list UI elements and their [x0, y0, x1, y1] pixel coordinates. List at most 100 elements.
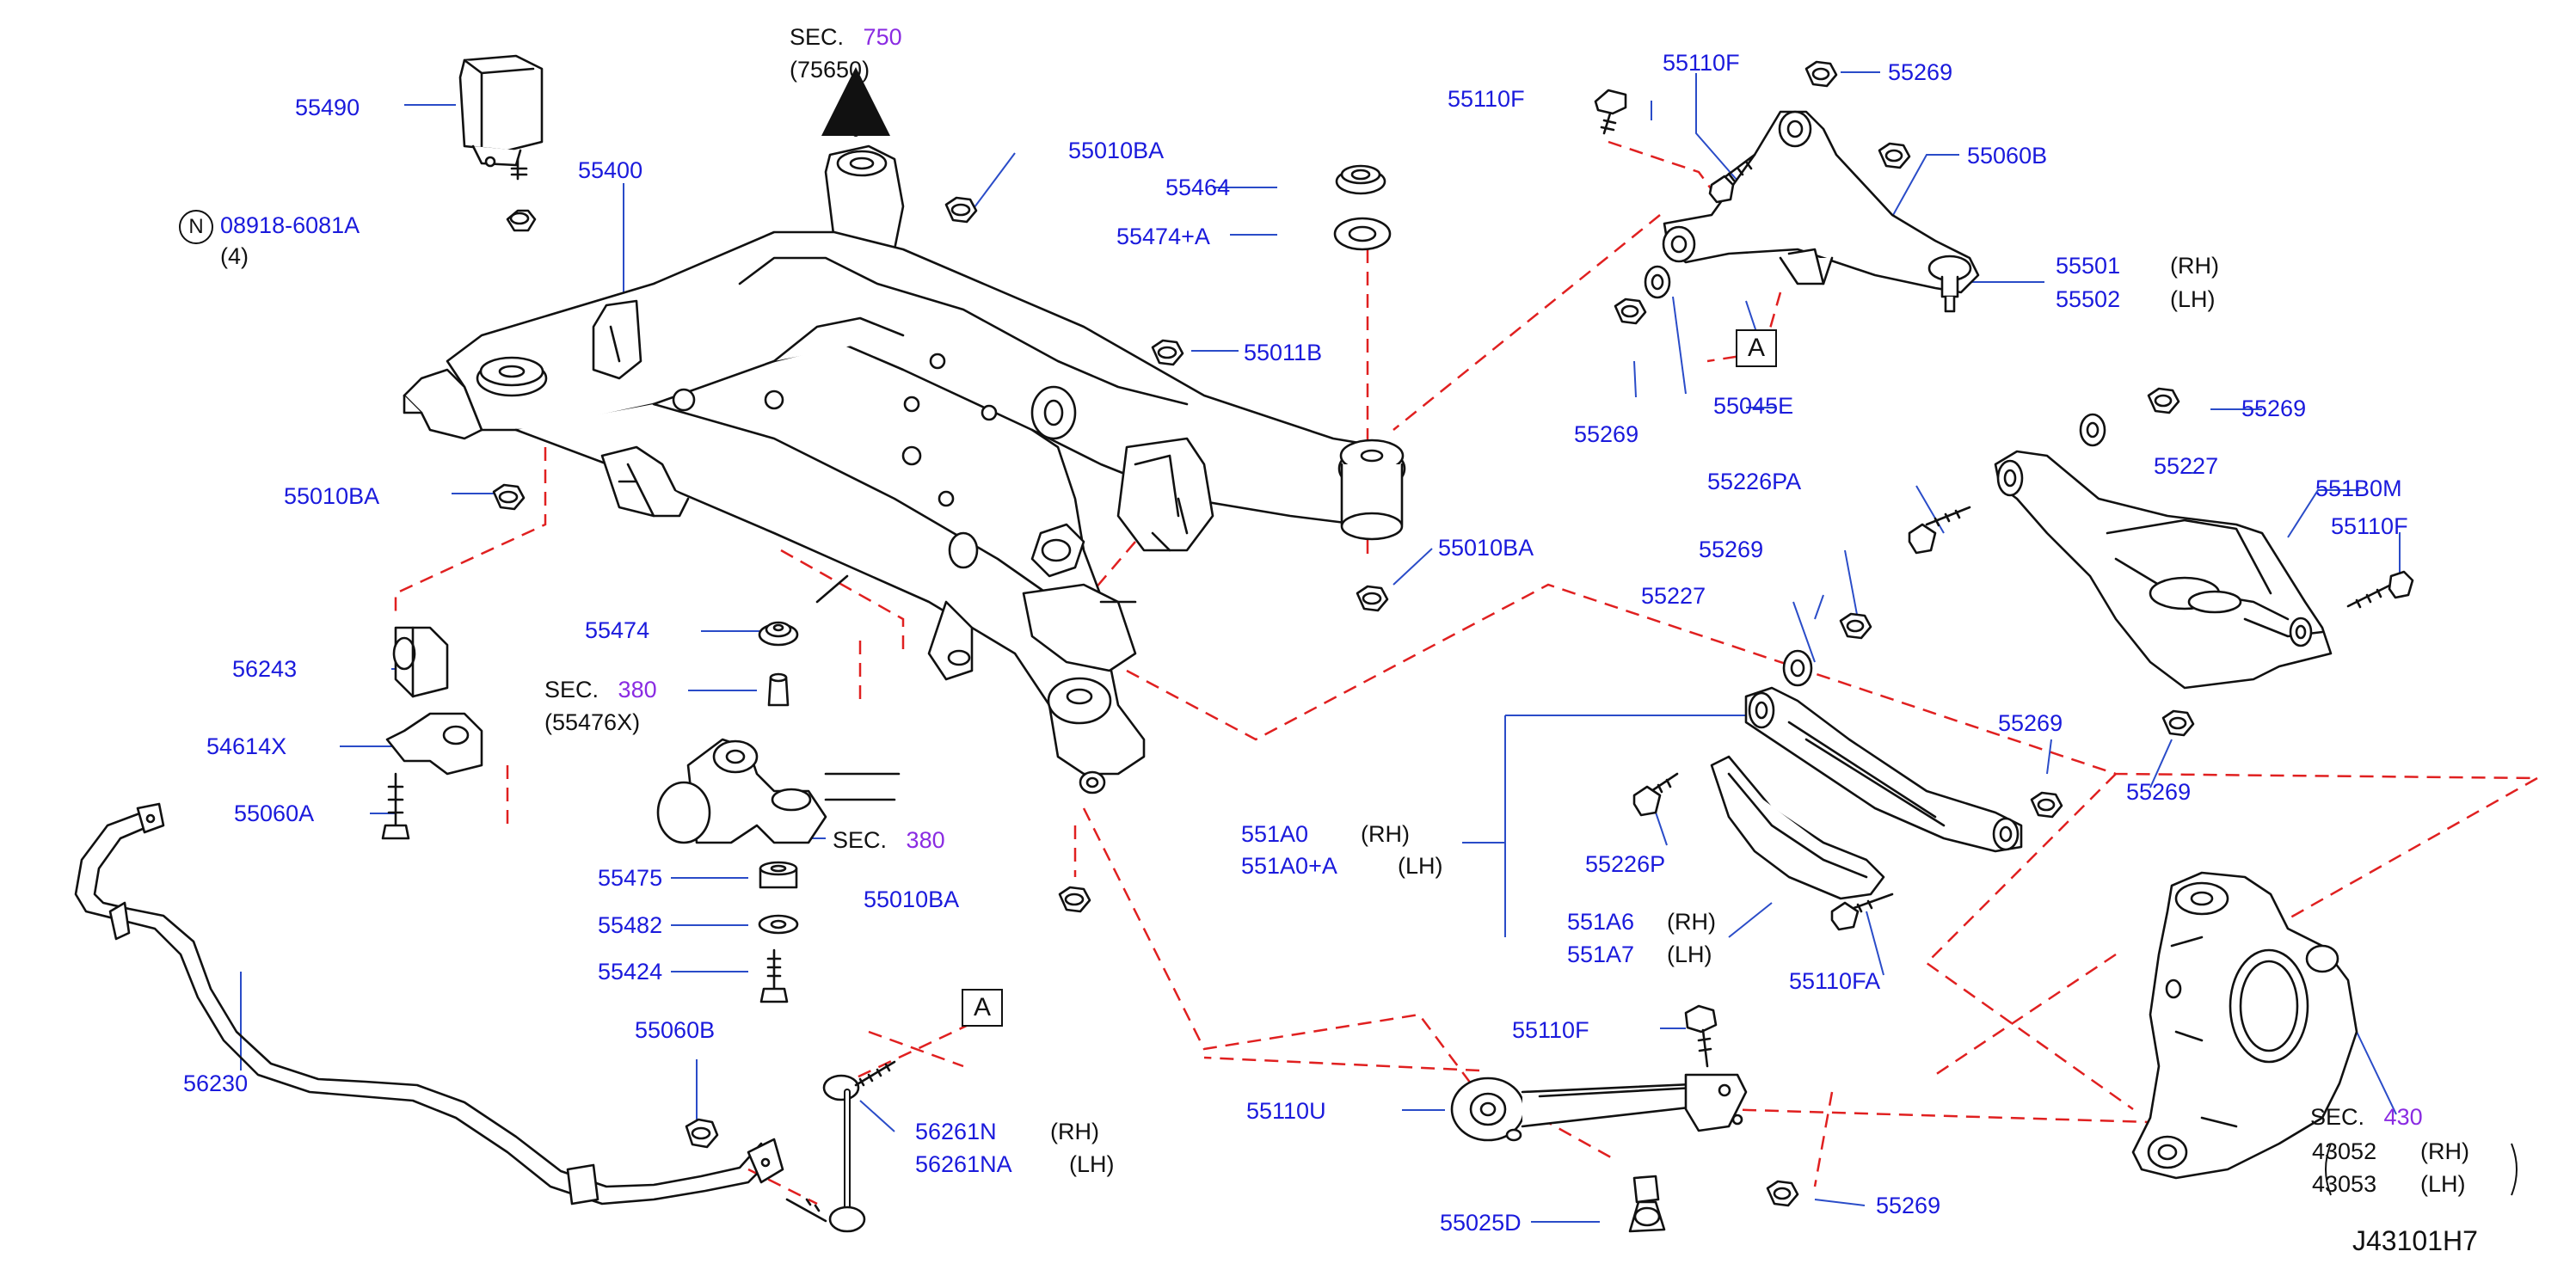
bracket-551A6 [1710, 755, 1885, 900]
nut-55269-mid [1839, 612, 1872, 640]
part-55474[interactable]: 55474 [585, 617, 650, 643]
bushing-55475 [759, 861, 798, 889]
part-55227-top[interactable]: 55227 [2154, 453, 2219, 479]
part-55269-right-bottom[interactable]: 55269 [2126, 779, 2192, 805]
part-55010BA-right[interactable]: 55010BA [1438, 535, 1534, 561]
part-55110F-right[interactable]: 55110F [2331, 513, 2408, 539]
sec-380-sub: (55476X) [544, 709, 641, 735]
part-56230[interactable]: 56230 [183, 1070, 249, 1096]
part-55226P[interactable]: 55226P [1585, 851, 1666, 877]
pin-55476X [767, 672, 790, 707]
part-55025D[interactable]: 55025D [1440, 1210, 1522, 1236]
part-55011B[interactable]: 55011B [1244, 340, 1323, 365]
assembly-dashed-lines [394, 140, 2538, 1205]
part-55045E[interactable]: 55045E [1713, 393, 1794, 419]
side-rh-55501: (RH) [2170, 253, 2219, 279]
sec-number: 430 [2383, 1104, 2423, 1130]
part-55269-bottom[interactable]: 55269 [1876, 1193, 1941, 1218]
part-55269-top[interactable]: 55269 [1888, 59, 1953, 85]
clamp-54614X [385, 712, 483, 776]
part-55269-link-right[interactable]: 55269 [1998, 710, 2063, 736]
knuckle-sec430 [2131, 871, 2358, 1180]
part-551B0M[interactable]: 551B0M [2315, 475, 2402, 501]
bolt-55110F-top [1594, 89, 1627, 135]
part-55060A[interactable]: 55060A [234, 801, 315, 826]
nut-55269-upper-left [1614, 298, 1647, 325]
sec-number: 380 [618, 677, 657, 702]
bolt-55424 [759, 948, 789, 1003]
washer-55482 [758, 914, 799, 935]
part-56243[interactable]: 56243 [232, 656, 298, 682]
side-lh-56261NA: (LH) [1069, 1151, 1115, 1177]
part-55010BA-bottom[interactable]: 55010BA [864, 886, 960, 912]
part-55110FA[interactable]: 55110FA [1789, 968, 1881, 994]
nut-55060B [685, 1118, 719, 1149]
part-55110U[interactable]: 55110U [1246, 1098, 1326, 1124]
bolt-55025D [1628, 1175, 1666, 1233]
part-55110F-bottom[interactable]: 55110F [1512, 1017, 1589, 1043]
part-55226PA[interactable]: 55226PA [1707, 469, 1802, 494]
part-55269-upper-left[interactable]: 55269 [1574, 421, 1639, 447]
nut-55011B [1151, 339, 1184, 366]
sec-750-sub: (75650) [790, 57, 870, 83]
part-55501[interactable]: 55501 [2056, 253, 2121, 279]
lateral-link-551A0 [1744, 686, 2023, 853]
subframe-55400 [403, 144, 1406, 794]
qty-note: (4) [220, 243, 249, 269]
part-551A6[interactable]: 551A6 [1567, 909, 1635, 935]
sec-prefix: SEC. [544, 677, 599, 702]
part-55110F-top[interactable]: 55110F [1448, 86, 1525, 112]
part-551A0A[interactable]: 551A0+A [1241, 853, 1337, 879]
sec-number: 750 [863, 24, 902, 50]
toe-link-55110U [1450, 1073, 1748, 1142]
washer-55474a [1333, 217, 1392, 251]
side-lh-551A7: (LH) [1667, 942, 1712, 967]
part-55475[interactable]: 55475 [598, 865, 663, 891]
sec-380-label-b: SEC. 380 [833, 827, 945, 853]
side-rh-56261N: (RH) [1050, 1119, 1099, 1144]
stabilizer-bar-56230 [74, 802, 784, 1205]
brace-43052 [2325, 1143, 2518, 1196]
bushing-56243 [392, 626, 449, 698]
part-55424[interactable]: 55424 [598, 959, 663, 985]
part-55227-mid[interactable]: 55227 [1641, 583, 1706, 609]
part-55269-mid[interactable]: 55269 [1699, 537, 1764, 562]
bolt-55110F-right [2346, 570, 2414, 609]
part-55060B[interactable]: 55060B [635, 1017, 716, 1043]
shock-sec380 [656, 574, 901, 844]
part-551A7[interactable]: 551A7 [1567, 942, 1635, 967]
part-55060B-right[interactable]: 55060B [1967, 143, 2048, 169]
part-55490[interactable]: 55490 [295, 95, 360, 120]
side-rh-43052: (RH) [2420, 1138, 2469, 1164]
part-55269-right-top[interactable]: 55269 [2241, 396, 2307, 421]
sec-prefix: SEC. [2310, 1104, 2365, 1130]
nut-55269-link-right [2030, 791, 2063, 819]
washer-55227-mid [1782, 649, 1813, 687]
part-55464[interactable]: 55464 [1165, 175, 1231, 200]
side-lh-55502: (LH) [2170, 286, 2216, 312]
part-55482[interactable]: 55482 [598, 912, 663, 938]
part-55010BA-left[interactable]: 55010BA [284, 483, 380, 509]
part-55502[interactable]: 55502 [2056, 286, 2121, 312]
part-55400[interactable]: 55400 [578, 157, 643, 183]
part-55474a[interactable]: 55474+A [1116, 224, 1210, 249]
part-54614X[interactable]: 54614X [206, 733, 287, 759]
nut-55269-bottom [1766, 1180, 1799, 1207]
part-551A0[interactable]: 551A0 [1241, 821, 1309, 847]
part-08918[interactable]: 08918-6081A [220, 212, 360, 238]
stabilizer-link-56261N [785, 1060, 896, 1233]
n-mark: N [179, 210, 213, 244]
lower-arm-551B0M [1994, 450, 2333, 690]
nut-55269-right-bottom [2161, 709, 2195, 737]
bolt-55226PA [1908, 506, 1971, 555]
sec-430-label: SEC. 430 [2310, 1104, 2423, 1130]
part-56261NA[interactable]: 56261NA [915, 1151, 1012, 1177]
bushing-55474 [758, 621, 799, 647]
nut-55010BA-bottom [1058, 886, 1091, 913]
part-43053[interactable]: 43053 [2312, 1171, 2377, 1197]
part-55110F-arm[interactable]: 55110F [1663, 50, 1740, 76]
part-43052[interactable]: 43052 [2312, 1138, 2377, 1164]
ref-box-a-bottom: A [962, 989, 1003, 1027]
part-55010BA-top[interactable]: 55010BA [1068, 138, 1165, 163]
part-56261N[interactable]: 56261N [915, 1119, 997, 1144]
